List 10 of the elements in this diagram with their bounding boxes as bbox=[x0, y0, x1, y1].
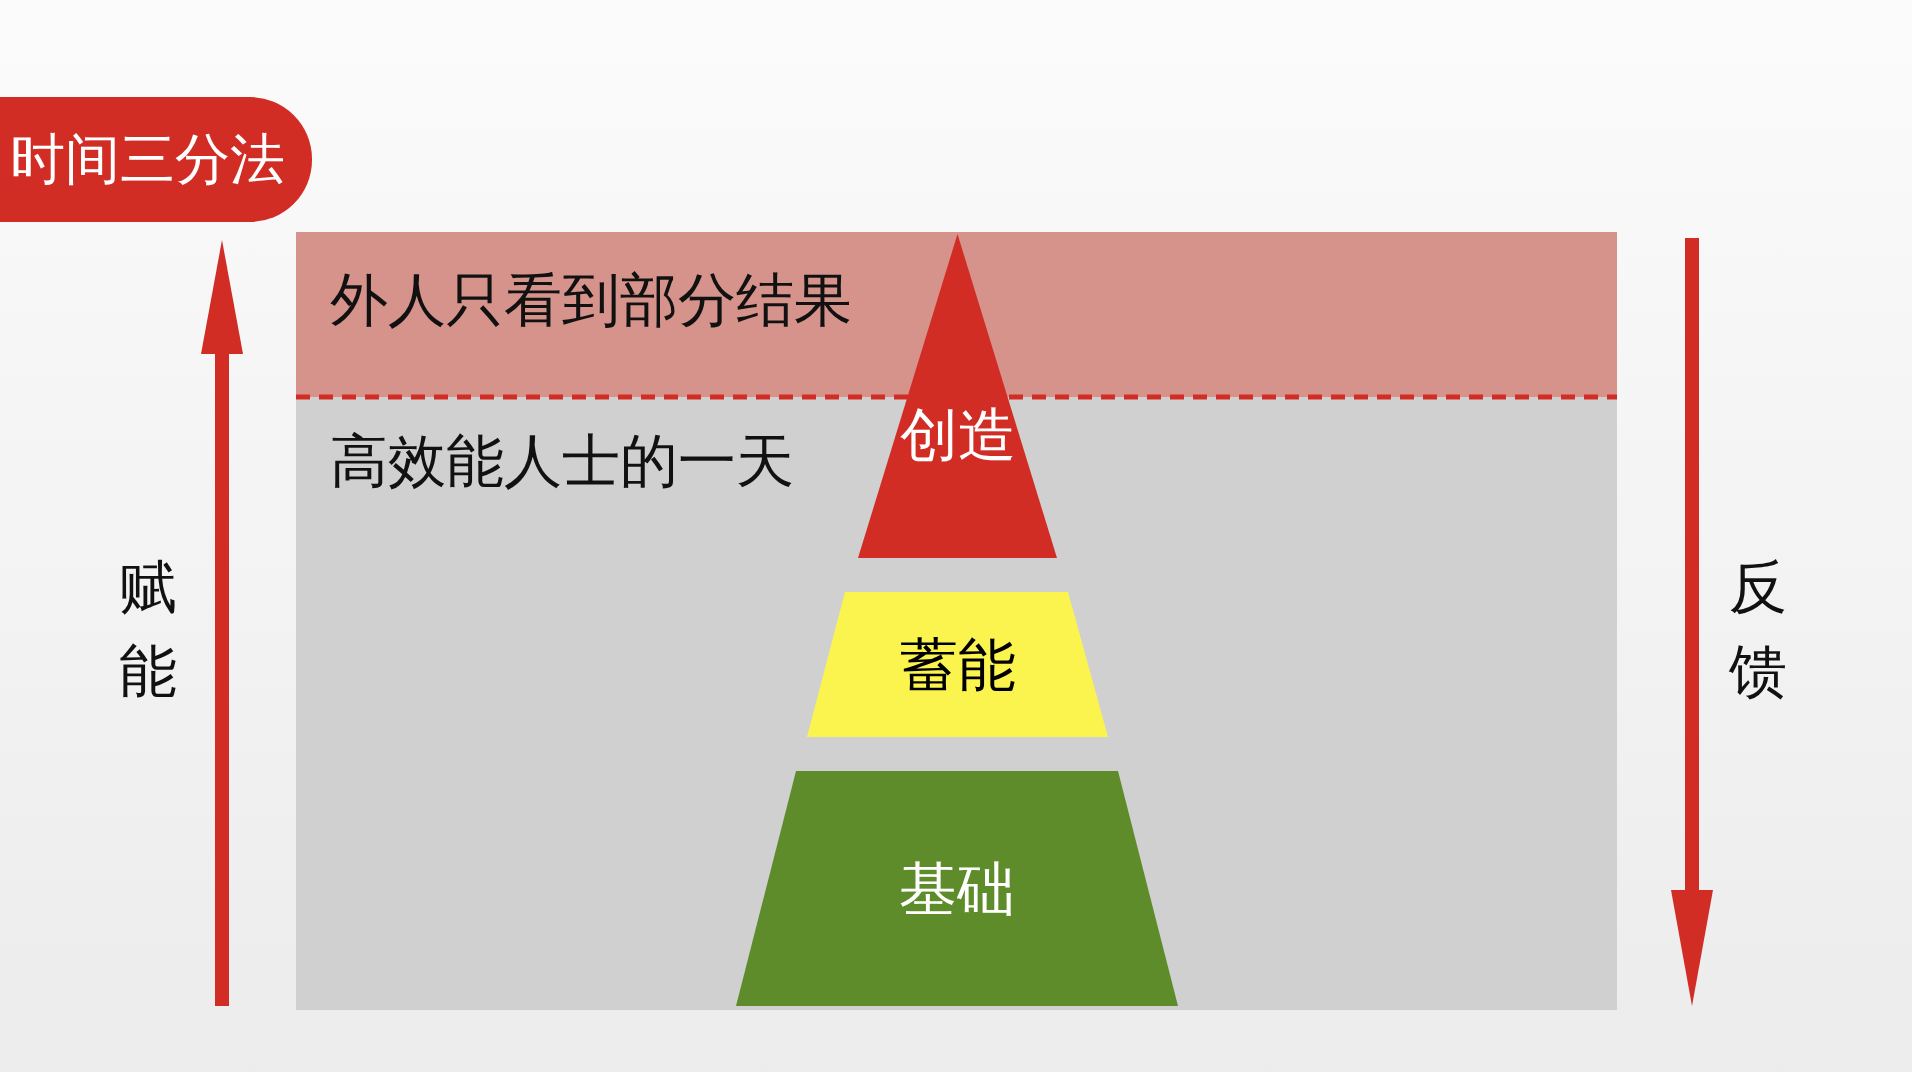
band-heading: 高效能人士的一天 bbox=[330, 432, 794, 490]
title-tab: 时间三分法 bbox=[0, 97, 312, 222]
band-panel bbox=[296, 232, 1617, 397]
side-label: 反馈 bbox=[1728, 552, 1788, 707]
band-heading: 外人只看到部分结果 bbox=[330, 271, 852, 329]
side-label: 赋能 bbox=[118, 552, 178, 707]
pyramid-tier: 蓄能 bbox=[807, 592, 1108, 737]
pyramid-tier: 基础 bbox=[736, 771, 1178, 1006]
band-panel bbox=[296, 397, 1617, 1010]
pyramid-tier: 创造 bbox=[858, 234, 1057, 558]
